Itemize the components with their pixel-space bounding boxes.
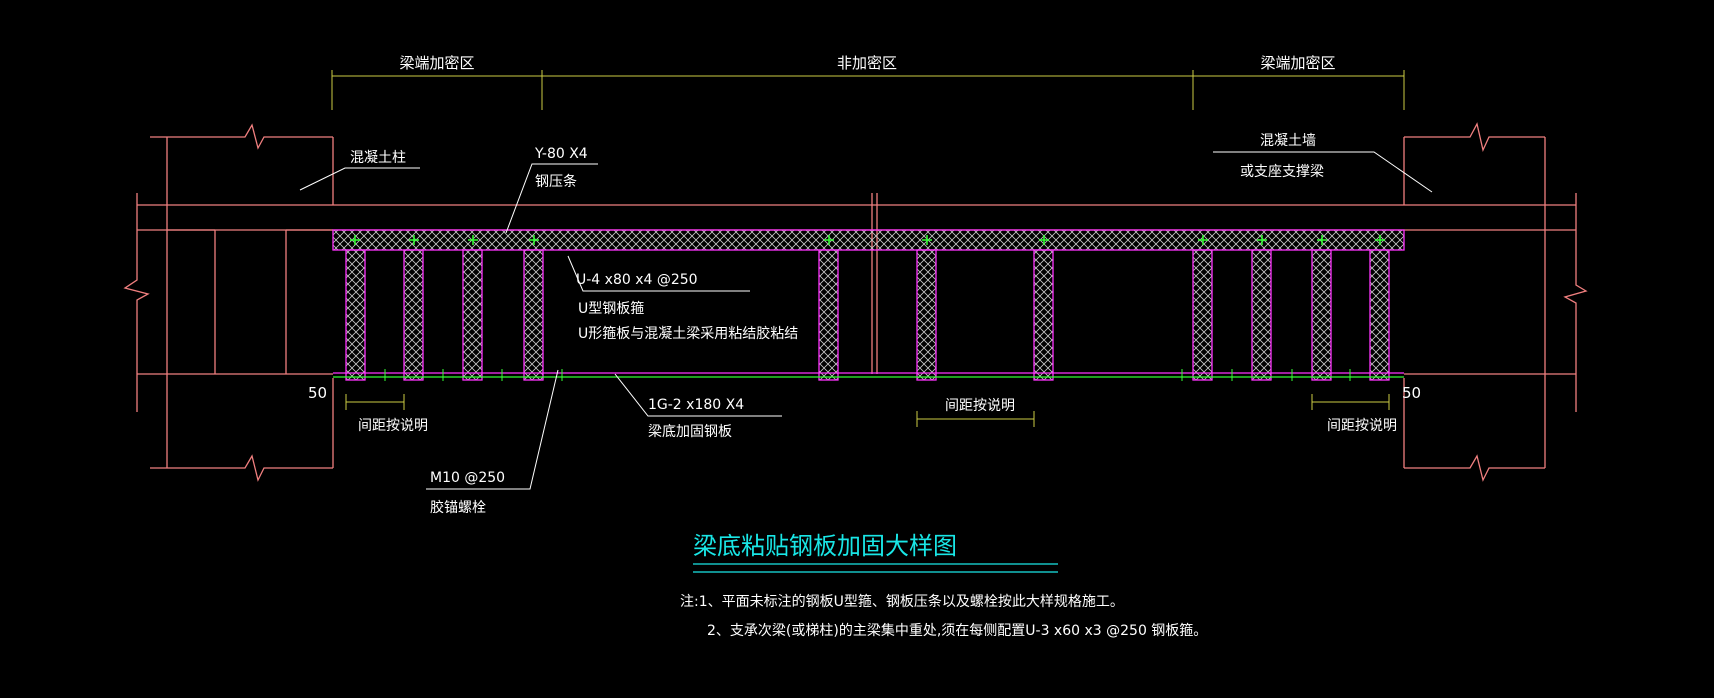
dimension-left: 50 bbox=[308, 384, 327, 402]
u-hoop-group bbox=[345, 249, 1390, 381]
label-bolt-spec: M10 @250 bbox=[430, 470, 505, 486]
leader-lines bbox=[299, 151, 1433, 490]
u-hoop bbox=[1033, 249, 1054, 381]
u-hoop bbox=[916, 249, 937, 381]
label-spacing-left: 间距按说明 bbox=[358, 418, 428, 434]
label-bolt-name: 胶锚螺栓 bbox=[430, 499, 486, 516]
label-wall-line1: 混凝土墙 bbox=[1260, 133, 1316, 149]
u-hoop bbox=[1251, 249, 1272, 381]
dimension-right: 50 bbox=[1402, 384, 1421, 402]
label-wall-line2: 或支座支撑梁 bbox=[1240, 164, 1324, 180]
zone-label-right: 梁端加密区 bbox=[1260, 54, 1335, 72]
u-hoop bbox=[345, 249, 366, 381]
u-hoop bbox=[462, 249, 483, 381]
u-hoop bbox=[818, 249, 839, 381]
label-column: 混凝土柱 bbox=[350, 150, 406, 166]
label-spacing-middle: 间距按说明 bbox=[945, 398, 1015, 414]
bottom-steel-plate bbox=[333, 369, 1404, 381]
steel-press-bar bbox=[332, 229, 1405, 251]
u-hoop bbox=[1192, 249, 1213, 381]
label-press-bar-name: 钢压条 bbox=[535, 173, 577, 190]
u-hoop bbox=[1311, 249, 1332, 381]
label-spacing-right: 间距按说明 bbox=[1327, 418, 1397, 434]
label-u-hoop-name: U型钢板箍 bbox=[578, 300, 644, 317]
u-hoop bbox=[403, 249, 424, 381]
label-u-hoop-note: U形箍板与混凝土梁采用粘结胶粘结 bbox=[578, 325, 798, 342]
drawing-title: 梁底粘贴钢板加固大样图 bbox=[693, 532, 957, 560]
label-press-bar-spec: Y-80 X4 bbox=[534, 146, 588, 162]
label-u-hoop-spec: U-4 x80 x4 @250 bbox=[576, 272, 698, 288]
label-bottom-plate-spec: 1G-2 x180 X4 bbox=[648, 397, 744, 413]
label-bottom-plate-name: 梁底加固钢板 bbox=[648, 424, 732, 440]
anchor-bolts bbox=[350, 235, 1385, 245]
u-hoop bbox=[1369, 249, 1390, 381]
note-line-1: 注:1、平面未标注的钢板U型箍、钢板压条以及螺栓按此大样规格施工。 bbox=[680, 593, 1124, 610]
u-hoop bbox=[523, 249, 544, 381]
spacing-dimensions bbox=[345, 394, 1390, 427]
zone-label-middle: 非加密区 bbox=[837, 54, 897, 72]
note-line-2: 2、支承次梁(或梯柱)的主梁集中重处,须在每侧配置U-3 x60 x3 @250… bbox=[707, 622, 1207, 639]
zone-dimension-line bbox=[331, 70, 1405, 110]
zone-label-left: 梁端加密区 bbox=[399, 54, 474, 72]
